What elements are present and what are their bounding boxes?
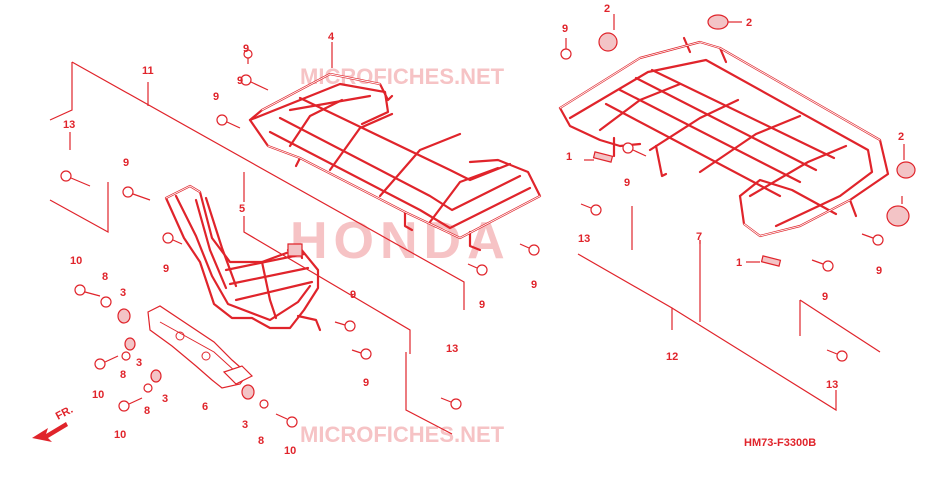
callout-label: 9 xyxy=(213,91,219,103)
callout-label: 11 xyxy=(142,65,154,77)
collar-3-a xyxy=(117,308,131,324)
bolt-10-b xyxy=(94,355,119,370)
callout-label: 9 xyxy=(876,265,882,277)
collar-3-d xyxy=(241,384,255,400)
callout-label: 8 xyxy=(120,369,126,381)
clip-1-a xyxy=(592,151,614,163)
direction-label: FR. xyxy=(54,404,75,423)
bolt-9-rear-3 xyxy=(861,233,884,246)
callout-label: 9 xyxy=(163,263,169,275)
callout-label: 8 xyxy=(144,405,150,417)
bolt-9-rear-2 xyxy=(622,142,647,157)
callout-label: 9 xyxy=(237,75,243,87)
bolt-10-d xyxy=(275,413,298,428)
callout-label: 10 xyxy=(70,255,82,267)
clip-1-b xyxy=(760,255,782,267)
cap-2-b xyxy=(707,14,729,30)
callout-label: 13 xyxy=(578,233,590,245)
callout-label: 3 xyxy=(242,419,248,431)
bolt-9-mid-2 xyxy=(351,348,372,360)
bolt-13-front-right xyxy=(440,397,462,410)
bolt-9-top-2 xyxy=(243,49,253,64)
callout-label: 3 xyxy=(162,393,168,405)
watermark-bottom: MICROFICHES.NET xyxy=(300,422,505,447)
callout-label: 8 xyxy=(102,271,108,283)
callout-label: 10 xyxy=(284,445,296,457)
cap-2-c xyxy=(896,161,916,179)
callout-label: 13 xyxy=(446,343,458,355)
front-carrier xyxy=(248,72,542,252)
callout-label: 9 xyxy=(363,377,369,389)
callout-label: 2 xyxy=(746,17,752,29)
callout-label: 9 xyxy=(350,289,356,301)
rear-carrier xyxy=(558,36,890,238)
callout-label: 10 xyxy=(92,389,104,401)
washer-8-a xyxy=(100,296,112,308)
collar-3-c xyxy=(150,369,162,383)
bolt-9-mid-1 xyxy=(334,320,356,332)
bolt-9-front-r1 xyxy=(467,263,488,276)
front-direction-arrow: FR. xyxy=(32,404,75,442)
callout-label: 13 xyxy=(826,379,838,391)
callout-label: 9 xyxy=(123,157,129,169)
callout-label: 9 xyxy=(479,299,485,311)
bolt-13-rear-left xyxy=(580,203,602,216)
diagram-code: HM73-F3300B xyxy=(744,437,816,449)
callout-label: 12 xyxy=(666,351,678,363)
bolt-13-front-left xyxy=(60,170,91,187)
washer-8-b xyxy=(121,351,131,361)
bolt-9-front-sub xyxy=(122,186,151,201)
leader-lines xyxy=(49,14,905,435)
watermark-center: HONDA xyxy=(290,212,511,270)
callout-labels: 4 9 9 9 11 13 9 5 9 10 8 3 3 10 8 8 3 6 … xyxy=(63,3,904,457)
callout-label: 13 xyxy=(63,119,75,131)
washer-8-d xyxy=(259,399,269,409)
bolt-9-rear-4 xyxy=(811,259,834,272)
collar-3-b xyxy=(124,337,136,351)
bolt-10-c xyxy=(118,397,143,412)
callout-label: 10 xyxy=(114,429,126,441)
callout-label: 2 xyxy=(604,3,610,15)
bolt-13-rear-right xyxy=(826,349,848,362)
callout-label: 9 xyxy=(243,43,249,55)
callout-label: 9 xyxy=(822,291,828,303)
cap-2-a xyxy=(598,32,618,52)
bolt-9-side xyxy=(162,232,183,245)
bolt-9-front-r2 xyxy=(519,243,540,256)
callout-label: 6 xyxy=(202,401,208,413)
callout-label: 9 xyxy=(531,279,537,291)
callout-label: 8 xyxy=(258,435,264,447)
callout-label: 4 xyxy=(328,31,335,43)
bracket xyxy=(147,305,254,389)
callout-label: 3 xyxy=(120,287,126,299)
front-subframe xyxy=(164,184,322,332)
bolt-9-front-left xyxy=(216,114,241,129)
callout-label: 9 xyxy=(624,177,630,189)
bolt-9-rear-1 xyxy=(560,38,572,60)
callout-label: 9 xyxy=(562,23,568,35)
callout-label: 3 xyxy=(136,357,142,369)
callout-label: 1 xyxy=(736,257,742,269)
fasteners xyxy=(60,14,916,428)
callout-label: 2 xyxy=(898,131,904,143)
washer-8-c xyxy=(143,383,153,393)
callout-label: 5 xyxy=(239,203,245,215)
callout-label: 1 xyxy=(566,151,572,163)
cap-2-d xyxy=(886,205,910,227)
callout-label: 7 xyxy=(696,231,702,243)
bolt-9-top-1 xyxy=(240,74,269,91)
bolt-10-a xyxy=(74,284,101,297)
watermark-top: MICROFICHES.NET xyxy=(300,64,505,89)
